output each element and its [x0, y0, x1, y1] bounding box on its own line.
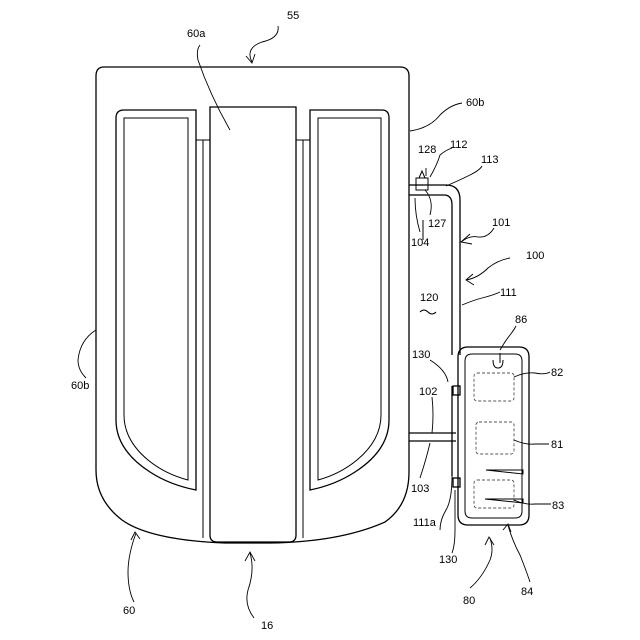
label-102: 102	[419, 386, 437, 398]
label-60b-right: 60b	[466, 97, 484, 109]
label-111: 111	[500, 287, 517, 299]
label-111a: 111a	[413, 517, 437, 529]
label-101: 101	[492, 217, 510, 229]
label-127: 127	[428, 218, 446, 230]
label-120: 120	[420, 292, 438, 304]
label-112: 112	[450, 139, 468, 151]
label-60: 60	[123, 605, 135, 617]
label-104: 104	[411, 237, 429, 249]
label-81: 81	[551, 439, 563, 451]
label-83: 83	[552, 500, 564, 512]
water-tank-84	[453, 347, 529, 525]
label-55: 55	[287, 10, 299, 22]
sensor-boxes	[474, 373, 514, 508]
right-compartment	[296, 110, 389, 490]
label-103: 103	[411, 483, 429, 495]
label-60a: 60a	[187, 28, 206, 40]
label-80: 80	[463, 595, 475, 607]
label-100: 100	[526, 250, 544, 262]
label-130-bottom: 130	[439, 554, 457, 566]
central-channel-60a	[203, 107, 303, 542]
main-body-60	[96, 67, 409, 543]
leader-lines	[78, 26, 551, 618]
label-16: 16	[261, 620, 273, 632]
label-86: 86	[515, 314, 527, 326]
label-128: 128	[418, 144, 436, 156]
label-82: 82	[551, 367, 563, 379]
label-60b-left: 60b	[71, 380, 89, 392]
left-compartment	[116, 110, 210, 490]
label-130-top: 130	[412, 349, 430, 361]
label-84: 84	[521, 586, 533, 598]
label-113: 113	[481, 154, 499, 166]
